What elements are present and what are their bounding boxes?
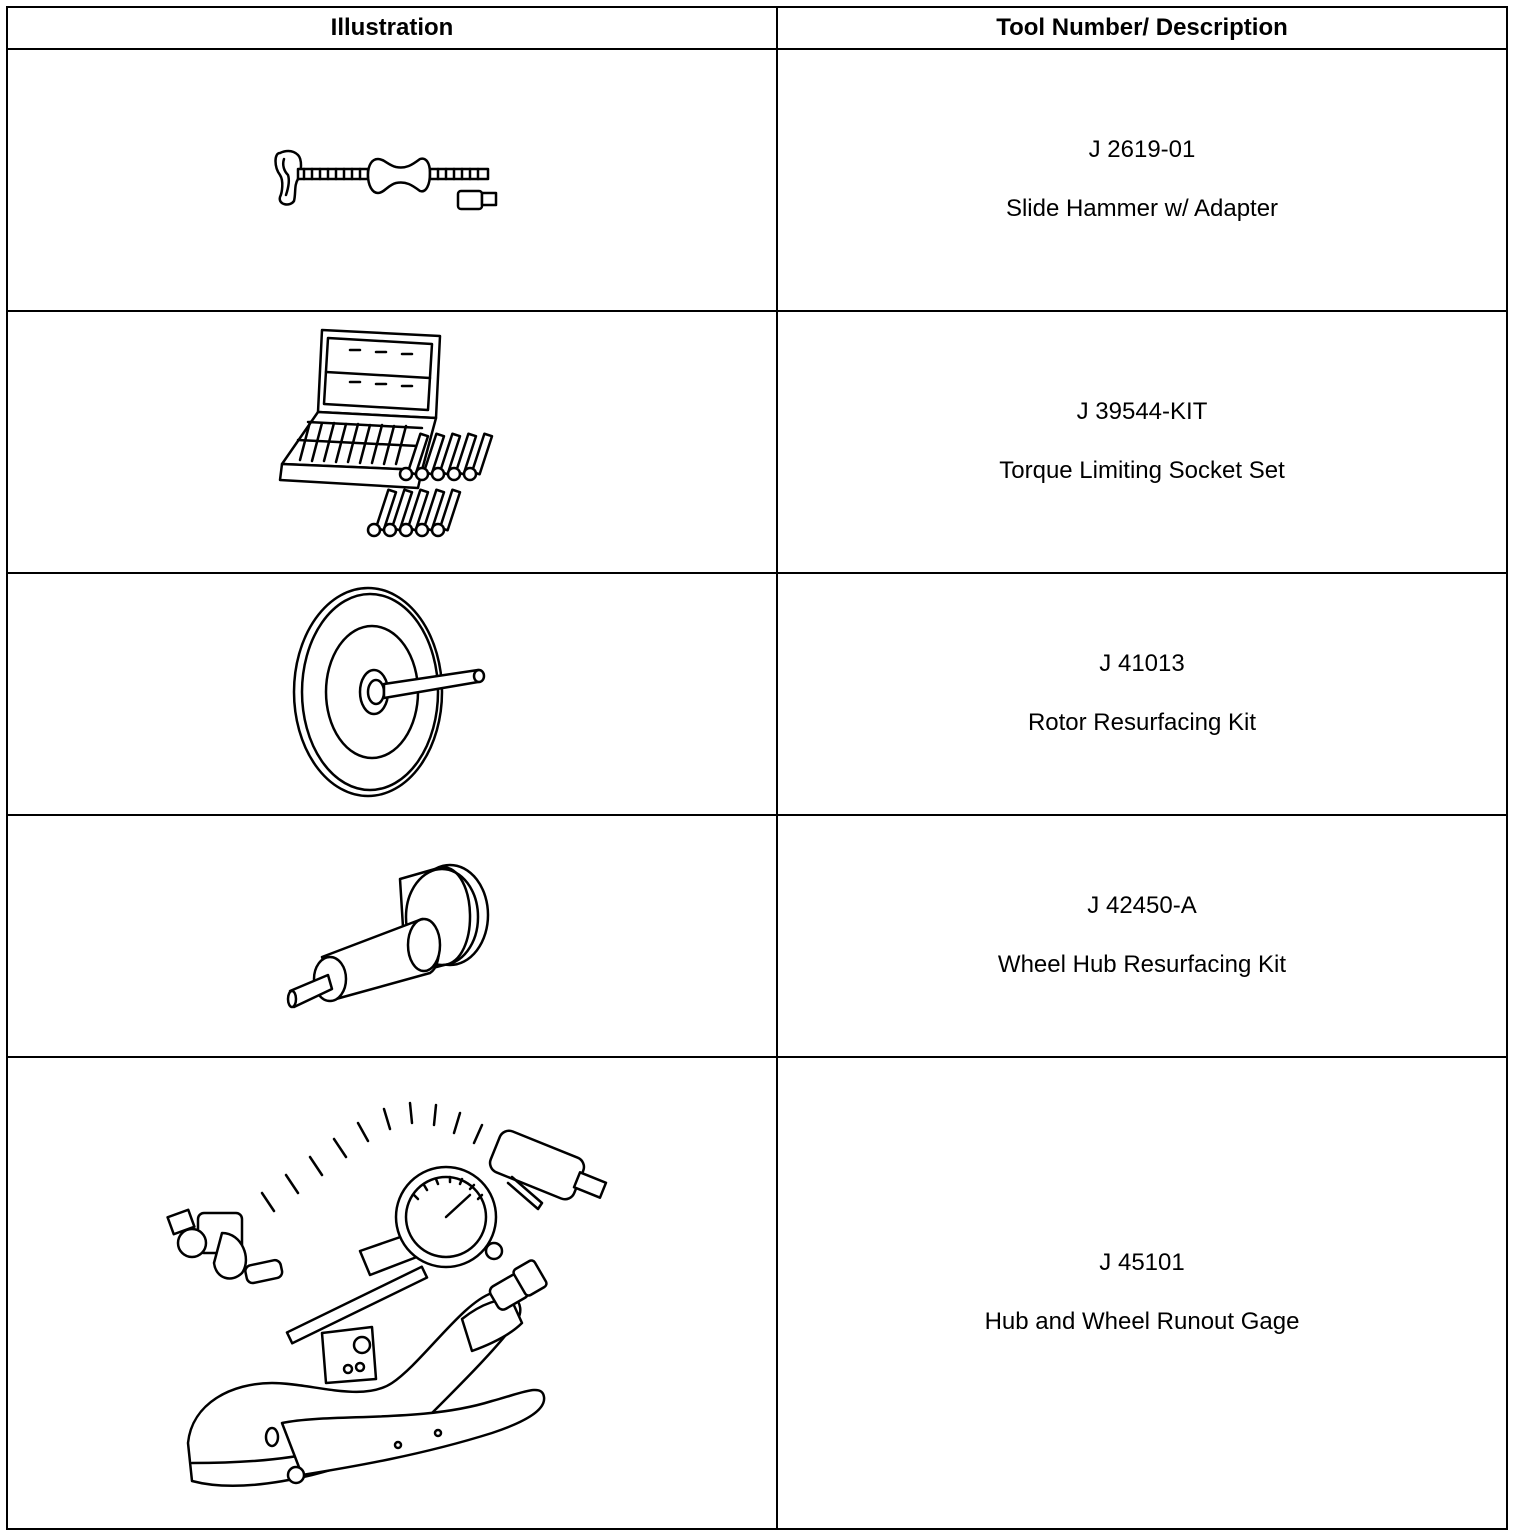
tool-table: Illustration Tool Number/ Description — [6, 6, 1508, 1530]
table-row: J 42450-A Wheel Hub Resurfacing Kit — [6, 814, 1508, 1058]
tool-description: Wheel Hub Resurfacing Kit — [997, 951, 1287, 978]
tool-description: Hub and Wheel Runout Gage — [984, 1308, 1300, 1335]
tool-number: J 39544-KIT — [1076, 398, 1208, 426]
illustration-cell — [6, 48, 778, 312]
rotor-disc-icon — [292, 586, 486, 798]
tool-description: Slide Hammer w/ Adapter — [1005, 195, 1279, 222]
table-row: J 45101 Hub and Wheel Runout Gage — [6, 1056, 1508, 1530]
illustration-cell — [6, 1056, 778, 1530]
tool-cell: J 41013 Rotor Resurfacing Kit — [776, 572, 1508, 816]
illustration-cell — [6, 814, 778, 1058]
tool-cell: J 45101 Hub and Wheel Runout Gage — [776, 1056, 1508, 1530]
hub-cylinder-icon — [286, 863, 490, 1009]
tool-description: Rotor Resurfacing Kit — [1027, 709, 1257, 736]
socket-set-case-icon — [278, 328, 494, 538]
tool-number: J 45101 — [1099, 1249, 1185, 1277]
tool-number: J 42450-A — [1087, 892, 1197, 920]
table-header-row: Illustration Tool Number/ Description — [6, 6, 1508, 50]
tool-cell: J 2619-01 Slide Hammer w/ Adapter — [776, 48, 1508, 312]
slide-hammer-icon — [274, 149, 498, 211]
illustration-cell — [6, 572, 778, 816]
header-illustration: Illustration — [6, 6, 778, 50]
tool-cell: J 42450-A Wheel Hub Resurfacing Kit — [776, 814, 1508, 1058]
tool-number: J 41013 — [1099, 650, 1185, 678]
tool-description: Torque Limiting Socket Set — [999, 457, 1285, 484]
table-row: J 2619-01 Slide Hammer w/ Adapter — [6, 48, 1508, 312]
table-row: J 41013 Rotor Resurfacing Kit — [6, 572, 1508, 816]
table-row: J 39544-KIT Torque Limiting Socket Set — [6, 310, 1508, 574]
dial-gage-clamp-icon — [166, 1084, 608, 1488]
header-tool-number-description: Tool Number/ Description — [776, 6, 1508, 50]
illustration-cell — [6, 310, 778, 574]
tool-cell: J 39544-KIT Torque Limiting Socket Set — [776, 310, 1508, 574]
tool-number: J 2619-01 — [1088, 136, 1196, 164]
